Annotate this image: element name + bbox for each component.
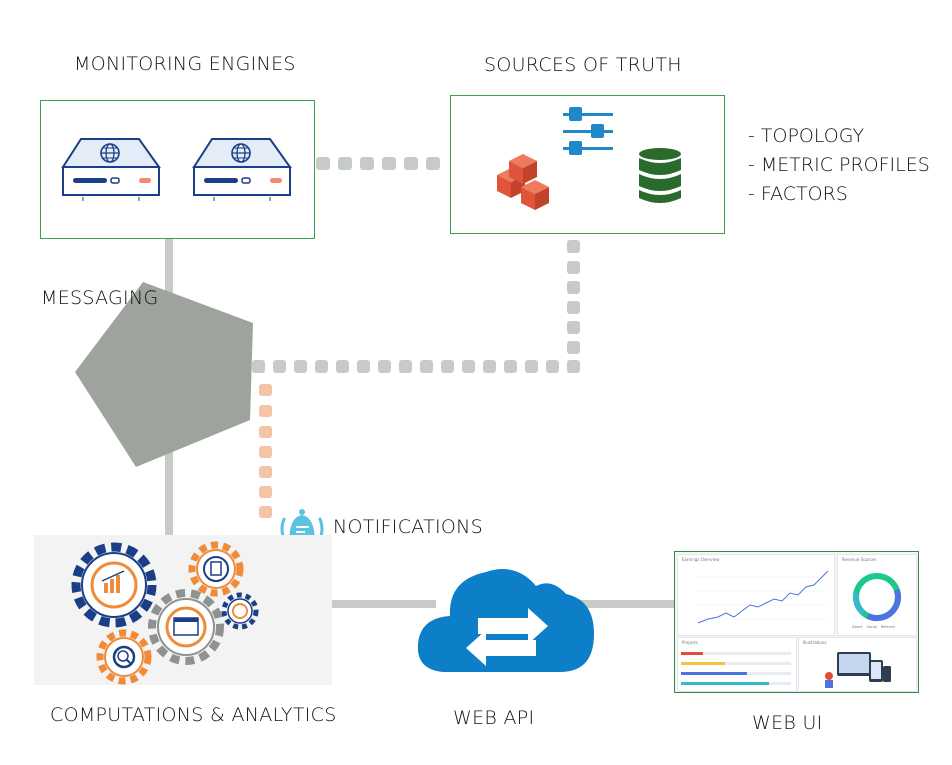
projects-title: Projects — [682, 640, 698, 645]
monitoring-title: MONITORING ENGINES — [74, 53, 296, 75]
server-icon — [61, 138, 161, 201]
earnings-panel: Earnings Overview — [677, 554, 835, 636]
monitoring-truth-connector — [316, 157, 440, 170]
truth-item-factors: - FACTORS — [748, 183, 848, 205]
web-ui-dashboard[interactable]: Earnings Overview Revenue Sources Direct… — [674, 551, 919, 693]
earnings-title: Earnings Overview — [682, 557, 720, 562]
revenue-donut — [853, 573, 901, 621]
webapi-title: WEB API — [453, 707, 535, 729]
analytics-panel[interactable] — [34, 535, 332, 685]
gear-icon — [188, 541, 244, 597]
gear-icon — [148, 589, 224, 665]
gears-illustration — [71, 541, 259, 685]
revenue-panel: Revenue Sources Direct Social Referral — [837, 554, 917, 636]
truth-icons — [497, 107, 681, 210]
gear-icon — [221, 592, 259, 630]
illustrations-title: Illustrations — [803, 640, 827, 645]
globe-icon — [231, 143, 251, 163]
database-icon — [639, 148, 681, 203]
server-icon — [192, 138, 292, 201]
sources-of-truth-box[interactable] — [450, 95, 725, 234]
truth-item-topology: - TOPOLOGY — [748, 125, 865, 147]
legend-referral: Referral — [880, 625, 895, 629]
revenue-title: Revenue Sources — [842, 557, 877, 562]
messaging-title: MESSAGING — [41, 287, 159, 309]
webapi-webui-line — [575, 600, 675, 608]
messaging-shape — [75, 282, 253, 467]
revenue-legend: Direct Social Referral — [852, 625, 895, 629]
cubes-icon — [497, 154, 549, 210]
gear-icon — [71, 542, 157, 628]
devices-illustration — [825, 652, 891, 688]
illustrations-panel: Illustrations — [798, 637, 917, 692]
truth-title: SOURCES OF TRUTH — [484, 54, 682, 76]
truth-items-list: - TOPOLOGY - METRIC PROFILES - FACTORS — [748, 122, 930, 209]
projects-bars — [681, 652, 791, 685]
webui-title: WEB UI — [752, 712, 823, 734]
globe-icon — [100, 143, 120, 163]
cloud-icon[interactable] — [416, 554, 596, 678]
legend-direct: Direct — [852, 625, 863, 629]
monitoring-engines-box[interactable] — [40, 100, 315, 239]
analytics-webapi-line — [331, 600, 436, 608]
notifications-connector — [259, 384, 272, 518]
projects-panel: Projects — [677, 637, 797, 692]
earnings-line-chart — [696, 570, 829, 624]
analytics-title: COMPUTATIONS & ANALYTICS — [50, 704, 337, 726]
truth-messaging-connector — [252, 240, 580, 373]
notifications-title: NOTIFICATIONS — [333, 516, 484, 538]
truth-item-metric-profiles: - METRIC PROFILES — [748, 154, 930, 176]
swap-arrows-icon — [466, 608, 548, 666]
monitoring-servers — [61, 138, 292, 201]
legend-social: Social — [866, 625, 877, 629]
sliders-icon — [563, 107, 613, 155]
gear-icon — [96, 629, 152, 685]
